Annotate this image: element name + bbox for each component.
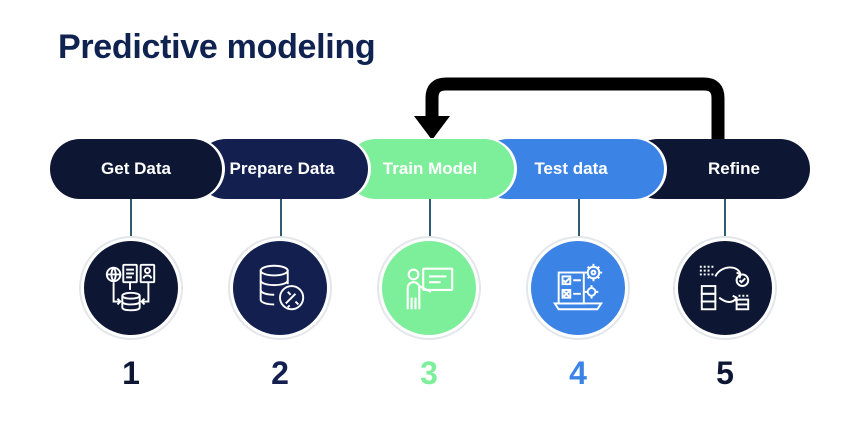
presenter-whiteboard-icon bbox=[406, 267, 454, 310]
connector-line bbox=[724, 199, 726, 243]
step-node-2 bbox=[233, 241, 327, 335]
step-node-5 bbox=[678, 241, 772, 335]
step-pill-prepare-data: Prepare Data bbox=[196, 139, 368, 199]
step-node-1 bbox=[84, 241, 178, 335]
step-number: 1 bbox=[122, 355, 140, 391]
step-number: 2 bbox=[271, 355, 289, 391]
database-cleaning-brush-icon bbox=[259, 264, 305, 311]
step-pill-train-model: Train Model bbox=[346, 139, 514, 199]
checklist-gears-laptop-icon bbox=[552, 263, 604, 311]
step-pill-test-data: Test data bbox=[478, 139, 664, 199]
step-number: 3 bbox=[420, 355, 438, 391]
step-label: Train Model bbox=[382, 159, 478, 178]
connector-line bbox=[578, 199, 580, 243]
step-label: Test data bbox=[534, 159, 608, 178]
step-node-3 bbox=[382, 241, 476, 335]
connector-line bbox=[130, 199, 132, 243]
refine-cycle-icon bbox=[699, 265, 750, 311]
step-label: Get Data bbox=[101, 159, 171, 178]
connector-line bbox=[429, 199, 431, 243]
step-number: 4 bbox=[569, 355, 587, 391]
step-node-4 bbox=[531, 241, 625, 335]
step-number: 5 bbox=[716, 355, 734, 391]
step-label: Refine bbox=[708, 159, 760, 178]
step-label: Prepare Data bbox=[229, 159, 335, 178]
data-sources-database-icon bbox=[105, 263, 156, 312]
step-pill-get-data: Get Data bbox=[50, 139, 222, 199]
page-title: Predictive modeling bbox=[58, 28, 376, 66]
connector-line bbox=[280, 199, 282, 243]
